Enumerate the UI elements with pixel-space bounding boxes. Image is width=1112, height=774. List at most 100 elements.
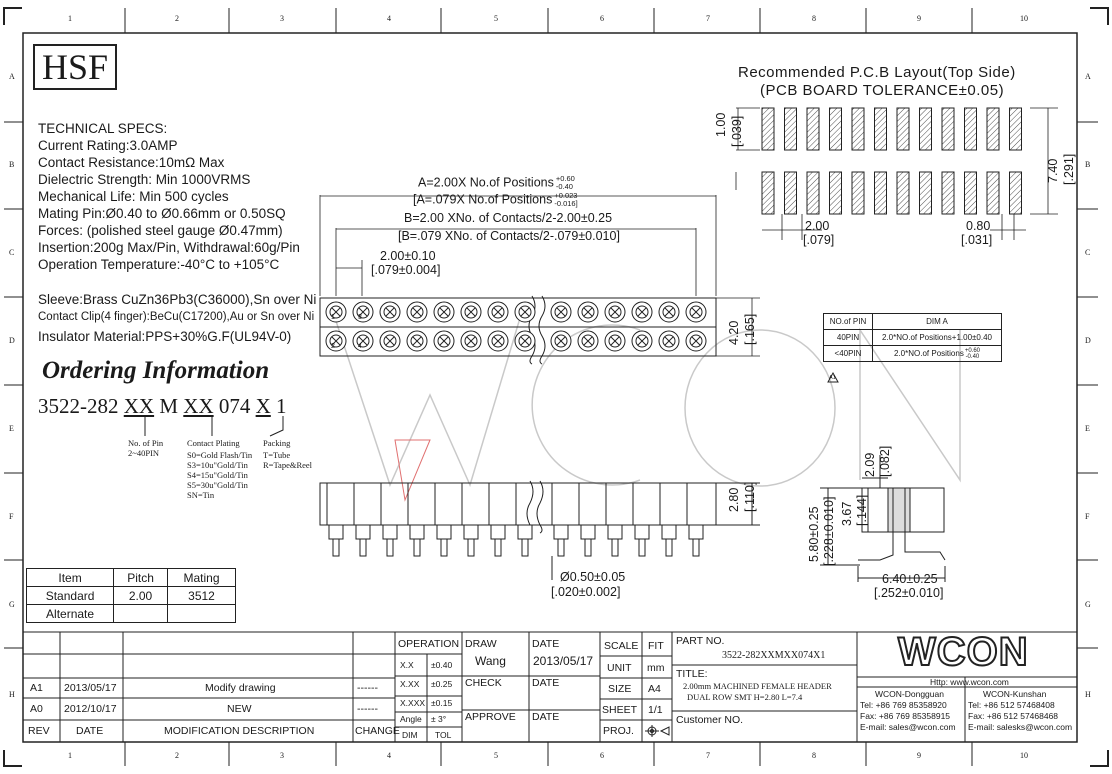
col-number: 4: [387, 751, 391, 760]
dim-b-inch: [B=.079 XNo. of Contacts/2-.079±0.010]: [398, 229, 620, 243]
pcb-pad: [896, 171, 910, 215]
plating-option: SN=Tin: [187, 490, 215, 500]
dim-pin-dia: Ø0.50±0.05: [560, 570, 626, 584]
pin-mark: [610, 336, 620, 346]
ordering-code: 3522-282 XX M XX 074 X 1: [38, 394, 287, 419]
title-block-grid: [23, 631, 1077, 742]
rev-date: 2012/10/17: [64, 703, 117, 715]
draw-label: DRAW: [465, 638, 497, 650]
row-letter: G: [9, 600, 15, 609]
pin-mark: [385, 336, 395, 346]
pin-number: 4: [358, 343, 362, 350]
pcb-pad: [806, 171, 820, 215]
rev-cell: A0: [30, 703, 43, 715]
col-number: 7: [706, 751, 710, 760]
dim-a-inch-plus: +0.023: [554, 191, 578, 200]
size-label: SIZE: [608, 683, 632, 695]
pitch-header: Pitch: [113, 568, 168, 587]
pcb-pad: [986, 107, 1000, 151]
pin-tail: [413, 538, 421, 557]
dongguan-tel: Tel: +86 769 85358920: [860, 700, 947, 710]
rev-header: REV: [28, 725, 50, 737]
pcb-pad: [964, 107, 977, 151]
pin-table-header: DIM A: [872, 313, 1002, 330]
pcb-pad-length: 1.00: [714, 112, 728, 137]
pin-table-row: 40PIN 2.0*NO.of Positions+1.00±0.40: [823, 329, 1002, 346]
title-line-2: DUAL ROW SMT H=2.80 L=7.4: [687, 692, 803, 702]
col-number: 7: [706, 14, 710, 23]
operation-label: OPERATION: [398, 638, 460, 650]
ordering-title: Ordering Information: [42, 357, 270, 384]
date-label: DATE: [532, 677, 560, 689]
col-number: 4: [387, 14, 391, 23]
pin-mark: [412, 336, 422, 346]
col-number: 3: [280, 751, 284, 760]
revision-triangle: [827, 371, 839, 383]
pin-table-cell: 2.0*NO.of Positions+0.60-0.40: [872, 345, 1002, 362]
dim-pitch-inch: [.079±0.004]: [371, 263, 441, 277]
spec-line: Mating Pin:Ø0.40 to Ø0.66mm or 0.50SQ: [38, 206, 286, 221]
pin-mark: [691, 336, 701, 346]
dim-side-h3: 5.80±0.25: [807, 506, 821, 562]
wcon-logo: WCON: [897, 629, 1029, 675]
material-line: Insulator Material:PPS+30%G.F(UL94V-0): [38, 329, 292, 344]
pin-collar: [580, 524, 596, 540]
dim-a-label: A=2.00X No.of Positions: [418, 175, 554, 190]
dim-side-h3-inch: [.228±0.010]: [822, 496, 836, 566]
pcb-pad-grid: [761, 107, 1022, 215]
pitch-header: Item: [25, 568, 115, 587]
scale-value: FIT: [648, 640, 664, 652]
pcb-pad: [919, 171, 932, 215]
row-letter: G: [1085, 600, 1091, 609]
pitch-cell: [113, 604, 168, 623]
projection-symbol: [645, 725, 670, 737]
pin-mark: [637, 307, 647, 317]
material-line: Sleeve:Brass CuZn36Pb3(C36000),Sn over N…: [38, 292, 317, 307]
tol-key: X.XXX: [400, 698, 426, 708]
pcb-span-inch: [.291]: [1062, 153, 1076, 185]
row-letter: A: [9, 72, 15, 81]
pin-table-header: NO.of PIN: [823, 313, 873, 330]
pitch-header: Mating: [166, 568, 237, 587]
pcb-title: Recommended P.C.B Layout(Top Side): [738, 64, 1016, 81]
col-number: 2: [175, 751, 179, 760]
pitch-cell: Alternate: [25, 604, 115, 623]
dim-a-tol-minus: -0.40: [555, 182, 573, 191]
pin-table-cell: 40PIN: [823, 329, 873, 346]
pin-mark: [439, 307, 449, 317]
col-number: 2: [175, 14, 179, 23]
pin-collar: [517, 524, 533, 540]
dim-body-height: 2.80: [727, 487, 741, 512]
dim-pitch: 2.00±0.10: [380, 249, 436, 263]
customer-label: Customer NO.: [676, 714, 744, 726]
dim-a-tol-plus: +0.60: [555, 174, 575, 183]
packing-title: Packing: [263, 438, 291, 448]
drawer-name: Wang: [475, 654, 506, 668]
dim-a-inch-minus: -0.016]: [554, 199, 578, 208]
pin-tail: [359, 538, 367, 557]
connector-top-view: [319, 295, 717, 365]
pcb-pad: [986, 171, 1000, 215]
date-label: DATE: [532, 711, 560, 723]
hsf-label: HSF: [33, 44, 117, 90]
dongguan-mail: E-mail: sales@wcon.com: [860, 722, 956, 732]
pitch-cell: [166, 604, 237, 623]
pcb-pad: [964, 171, 977, 215]
website: Http: www.wcon.com: [930, 677, 1009, 687]
row-letter: F: [1085, 512, 1090, 521]
kunshan-fax: Fax: +86 512 57468468: [968, 711, 1059, 721]
col-number: 3: [280, 14, 284, 23]
pin-tail: [494, 538, 502, 557]
pin-tail: [467, 538, 475, 557]
pin-collar: [409, 524, 425, 540]
dim-side-h2: 3.67: [840, 501, 854, 526]
code-prefix: 3522-282: [38, 394, 124, 418]
pcb-pad: [784, 171, 797, 215]
pin-tail: [332, 538, 340, 557]
pin-collar: [553, 524, 569, 540]
pin-mark: [412, 307, 422, 317]
check-label: CHECK: [465, 677, 502, 689]
pin-tol-minus: -0.40: [965, 353, 980, 360]
pin-mark: [556, 336, 566, 346]
